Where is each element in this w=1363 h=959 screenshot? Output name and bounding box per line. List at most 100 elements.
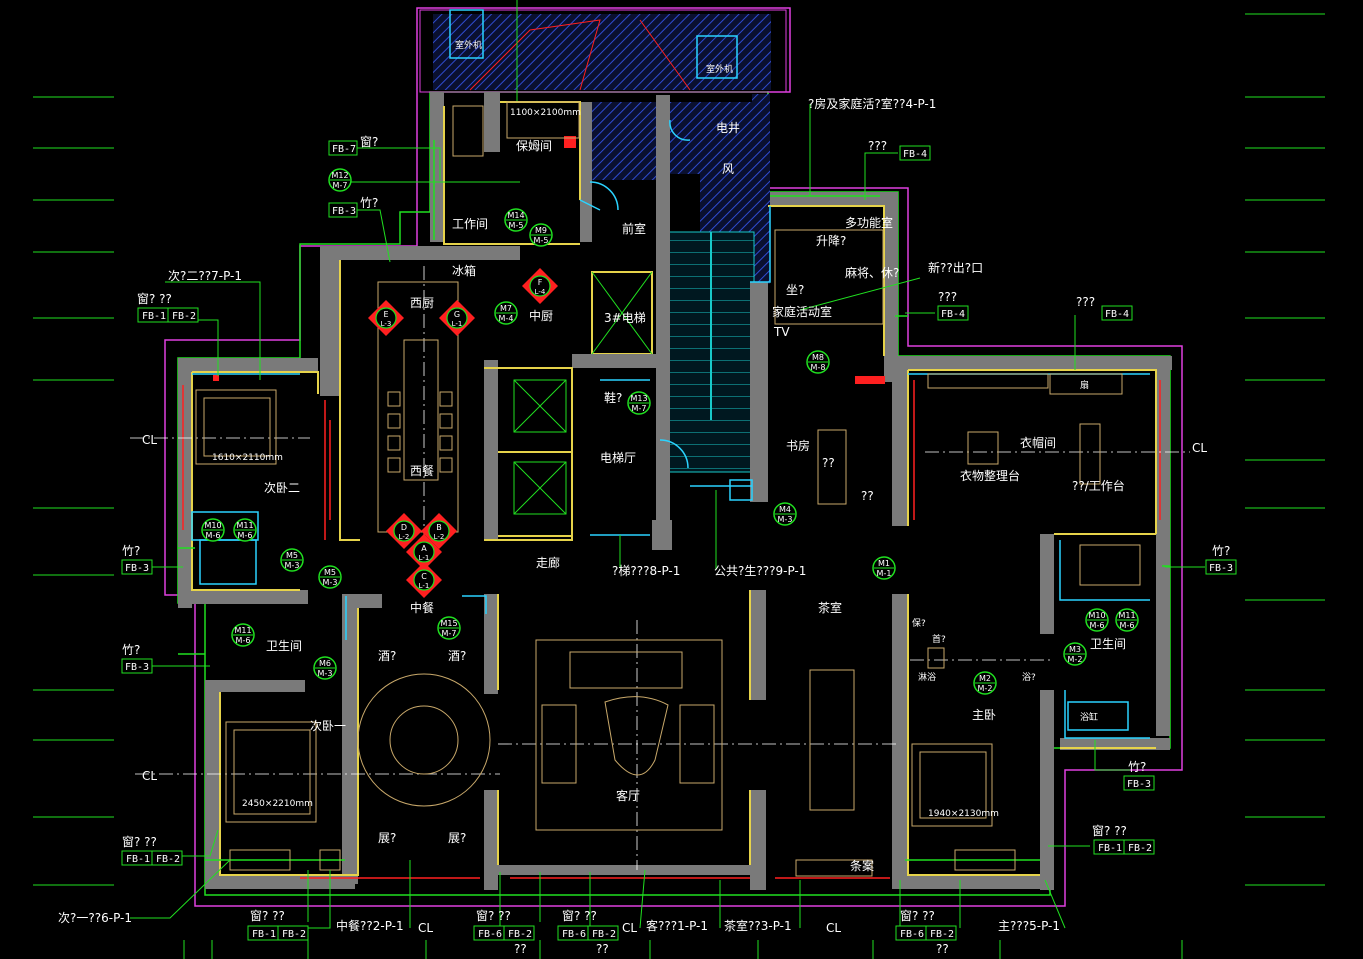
door-tag-type: M-3: [285, 561, 300, 570]
door-tag-type: M-6: [1090, 621, 1105, 630]
ref-elevator: ?梯???8-P-1: [612, 564, 680, 578]
label-electric-well: 电井: [716, 121, 740, 135]
door-tag-code: M11: [234, 626, 251, 635]
section-sheet: L-1: [452, 320, 463, 328]
note-bamboo5: 竹?: [1212, 544, 1230, 558]
tag-fb2f: FB-2: [930, 929, 954, 940]
label-work-table: ??/工作台: [1072, 478, 1125, 493]
section-letter: A: [421, 544, 427, 553]
door-tag-code: M15: [440, 619, 457, 628]
door-tag-type: M-6: [206, 531, 221, 540]
door-tag-code: M5: [324, 568, 336, 577]
door-tag-code: M10: [204, 521, 221, 530]
note-window-b1: 窗? ??: [250, 909, 285, 923]
section-letter: B: [436, 523, 442, 532]
green-lines: [178, 140, 1170, 861]
section-marker-c: CL-1: [406, 562, 442, 598]
door-tag-type: M-5: [534, 236, 549, 245]
note-new-out: 新??出?口: [928, 260, 983, 275]
label-show2: 展?: [448, 831, 466, 845]
label-lift: 升降?: [816, 234, 846, 248]
tag-fb1d: FB-1: [1098, 843, 1122, 854]
section-letter: C: [421, 572, 427, 581]
section-sheet: L-3: [381, 320, 392, 328]
tag-fb4b: FB-4: [941, 309, 965, 320]
door-tag-type: M-6: [236, 636, 251, 645]
label-show1: 展?: [378, 831, 396, 845]
label-keep: 保?: [912, 617, 926, 629]
tag-fb4a: FB-4: [903, 149, 927, 160]
label-master: 主卧: [972, 708, 996, 722]
label-master-bed-dim: 1940×2130mm: [928, 809, 999, 819]
label-wind: 风: [722, 162, 734, 176]
door-tag-code: M14: [507, 211, 524, 220]
note-window-b2: 窗? ??: [476, 909, 511, 923]
bottom-grid-ticks: [183, 940, 1183, 959]
cl-left-lower: CL: [142, 769, 157, 783]
label-bed2-dim: 1610×2110mm: [212, 453, 283, 463]
door-tag-type: M-3: [323, 578, 338, 587]
section-letter: G: [454, 310, 460, 319]
tag-fb3d: FB-3: [1127, 779, 1151, 790]
door-tag-m1: M1M-1: [872, 556, 896, 580]
cl-2: CL: [622, 921, 637, 935]
ref-public: 公共?生???9-P-1: [714, 564, 806, 578]
label-western-kitchen: 西厨: [410, 296, 434, 310]
section-sheet: L-2: [399, 533, 410, 541]
label-shoe: 鞋?: [604, 390, 622, 405]
note-bamboo3: 竹?: [122, 643, 140, 657]
section-sheet: L-1: [419, 582, 430, 590]
door-tag-m2: M2M-2: [973, 671, 997, 695]
door-tag-type: M-4: [499, 314, 514, 323]
tag-fb2a: FB-2: [172, 311, 196, 322]
label-nanny-bed-dim: 1100×2100mm: [510, 108, 581, 118]
label-fridge: 冰箱: [452, 263, 476, 278]
door-tag-code: M9: [535, 226, 547, 235]
ref-second-bed2: 次?二??7-P-1: [168, 269, 242, 283]
label-shower: 淋浴: [918, 671, 936, 683]
label-sofa-mark: 坐?: [786, 283, 804, 297]
section-marker-f: FL-4: [522, 268, 558, 304]
tag-fb2d: FB-2: [508, 929, 532, 940]
note-q-fb4b: ???: [938, 290, 957, 304]
door-tag-m3: M3M-2: [1063, 642, 1087, 666]
door-tag-type: M-6: [1120, 621, 1135, 630]
door-tag-code: M11: [1118, 611, 1135, 620]
door-tag-type: M-6: [238, 531, 253, 540]
annotations: 窗? FB-7 竹? FB-3 次?二??7-P-1 窗? ?? FB-1 FB…: [58, 96, 1237, 956]
tag-fb2g: FB-2: [1128, 843, 1152, 854]
ref-second-bed1: 次?一??6-P-1: [58, 911, 132, 925]
door-tag-m5: M5M-3: [280, 548, 304, 572]
note-bamboo1: 竹?: [360, 196, 378, 210]
section-letter: F: [538, 278, 543, 287]
label-chinese-kitchen: 中厨: [529, 308, 553, 323]
door-tag-type: M-1: [877, 569, 892, 578]
label-corridor: 走廊: [536, 555, 560, 570]
label-wardrobe: 衣帽间: [1020, 435, 1056, 450]
label-bed1-dim: 2450×2210mm: [242, 799, 313, 809]
door-tag-code: M11: [236, 521, 253, 530]
door-tag-m7: M7M-4: [494, 301, 518, 325]
door-tag-type: M-7: [442, 629, 457, 638]
door-tag-type: M-2: [1068, 655, 1083, 664]
door-tag-code: M13: [630, 394, 647, 403]
door-tag-m9: M9M-5: [529, 223, 553, 247]
label-head: 首?: [932, 633, 946, 645]
label-chinese-dining: 中餐: [410, 600, 434, 615]
label-second-bed1: 次卧一: [310, 719, 346, 733]
label-outdoor2: 室外机: [706, 63, 733, 75]
tag-fb1c: FB-1: [252, 929, 276, 940]
tag-fb2c: FB-2: [282, 929, 306, 940]
tag-fb6a: FB-6: [478, 929, 502, 940]
note-curtain-top: 窗?: [360, 135, 378, 149]
ref-family: ?房及家庭活?室??4-P-1: [808, 96, 936, 111]
note-bamboo2: 竹?: [122, 544, 140, 558]
ref-living: 客???1-P-1: [646, 918, 708, 933]
label-study-q2: ??: [861, 489, 874, 503]
label-fan: 扇: [1080, 379, 1089, 391]
